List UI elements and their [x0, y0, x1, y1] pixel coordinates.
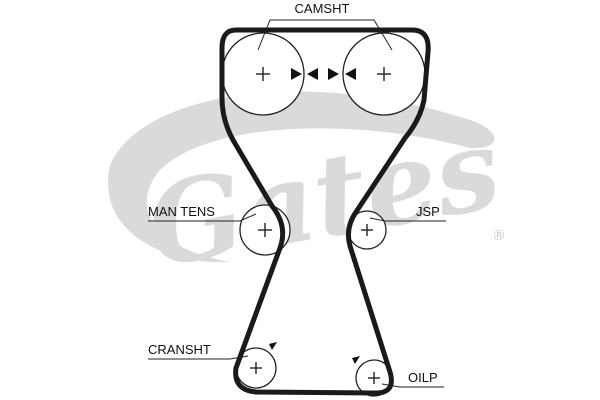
timing-arrow-left-icon: [307, 68, 318, 80]
manual-tensioner-leader-line: [148, 213, 257, 222]
manual-tensioner-label: MAN TENS: [148, 204, 215, 219]
camshaft-pulley-right: [342, 32, 426, 116]
camshaft-label: CAMSHT: [295, 1, 350, 16]
crankshaft-leader-line: [148, 355, 249, 360]
camshaft-timing-marks: [291, 68, 356, 80]
jack-shaft-pulley-label: JSP: [416, 204, 440, 219]
crankshaft-timing-mark-icon: [269, 342, 277, 350]
timing-arrow-left-icon: [345, 68, 356, 80]
oil-pump-leader-line: [381, 383, 444, 388]
oil-pump-timing-mark-icon: [352, 356, 360, 364]
timing-arrow-right-icon: [291, 68, 302, 80]
logo-swoosh-shape: [108, 91, 495, 263]
gates-logo-watermark: Gates ®: [108, 91, 509, 293]
camshaft-leader-line: [257, 19, 393, 51]
oil-pump-label: OILP: [408, 370, 438, 385]
registered-mark-icon: ®: [492, 228, 506, 244]
timing-arrow-right-icon: [328, 68, 339, 80]
jack-shaft-pulley-leader-line: [369, 217, 446, 222]
crankshaft-label: CRANSHT: [148, 342, 211, 357]
timing-belt: [219, 27, 431, 396]
